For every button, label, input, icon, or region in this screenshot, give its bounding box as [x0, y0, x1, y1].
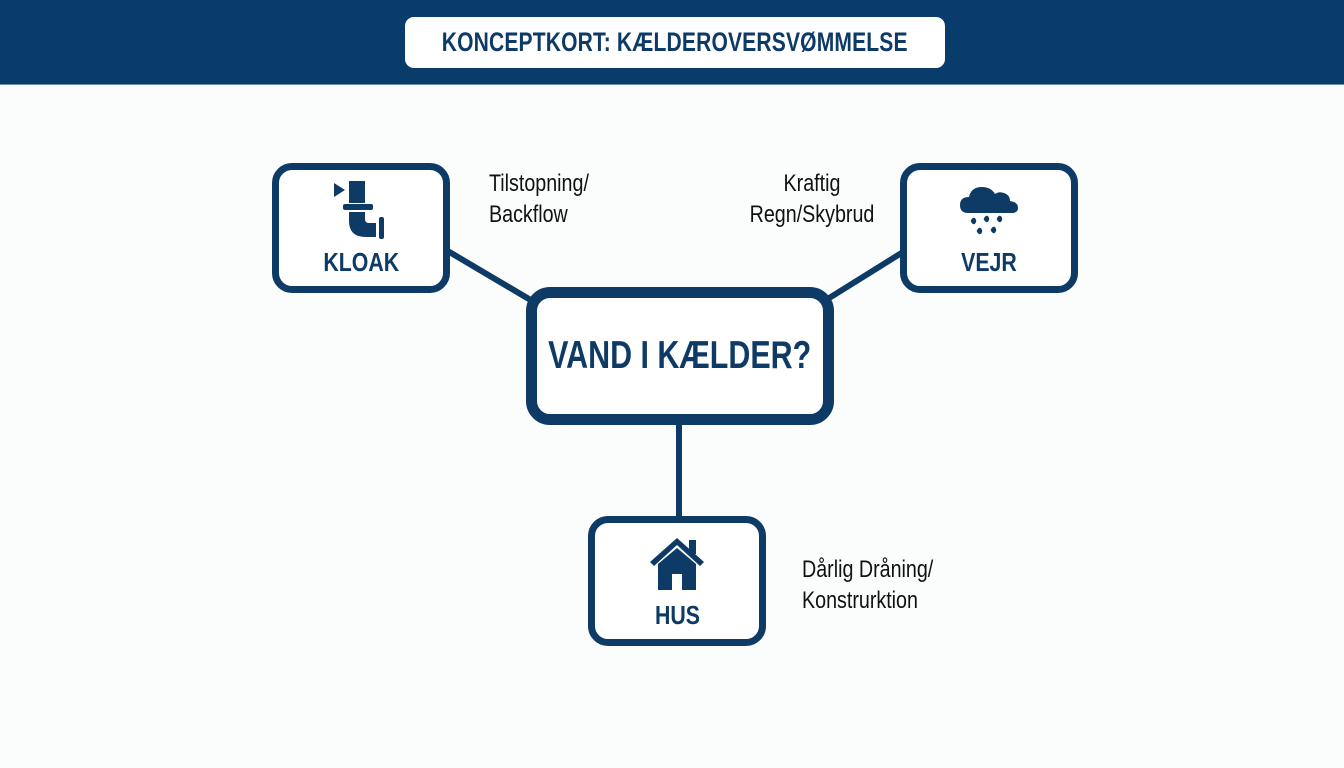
- connector-vejr-center: [824, 249, 905, 303]
- caption-hus-line-1: Dårlig Dråning/: [802, 556, 934, 583]
- node-center[interactable]: VAND I KÆLDER?: [526, 287, 834, 425]
- node-label-kloak: KLOAK: [323, 246, 399, 277]
- rain-cloud-icon: [960, 186, 1018, 234]
- center-label: VAND I KÆLDER?: [548, 334, 812, 377]
- node-hus[interactable]: HUS: [588, 516, 766, 646]
- caption-vejr: Kraftig Regn/Skybrud: [730, 168, 894, 230]
- node-label-vejr: VEJR: [961, 246, 1017, 277]
- connector-kloak-center: [444, 247, 536, 305]
- page-title: KONCEPTKORT: KÆLDEROVERSVØMMELSE: [441, 27, 909, 57]
- caption-kloak: Tilstopning/ Backflow: [489, 168, 589, 230]
- caption-kloak-line-2: Backflow: [489, 201, 568, 228]
- caption-kloak-line-1: Tilstopning/: [489, 170, 589, 197]
- header-bar: KONCEPTKORT: KÆLDEROVERSVØMMELSE: [0, 0, 1344, 85]
- pipe-icon: [334, 180, 384, 239]
- caption-vejr-line-2: Regn/Skybrud: [749, 201, 875, 228]
- caption-hus: Dårlig Dråning/ Konstrurktion: [802, 554, 933, 616]
- node-label-hus: HUS: [654, 599, 700, 630]
- caption-hus-line-2: Konstrurktion: [802, 587, 918, 614]
- node-vejr[interactable]: VEJR: [900, 163, 1078, 293]
- title-pill: KONCEPTKORT: KÆLDEROVERSVØMMELSE: [405, 17, 945, 68]
- node-kloak[interactable]: KLOAK: [272, 163, 450, 293]
- house-icon: [650, 537, 704, 590]
- caption-vejr-line-1: Kraftig: [783, 170, 841, 197]
